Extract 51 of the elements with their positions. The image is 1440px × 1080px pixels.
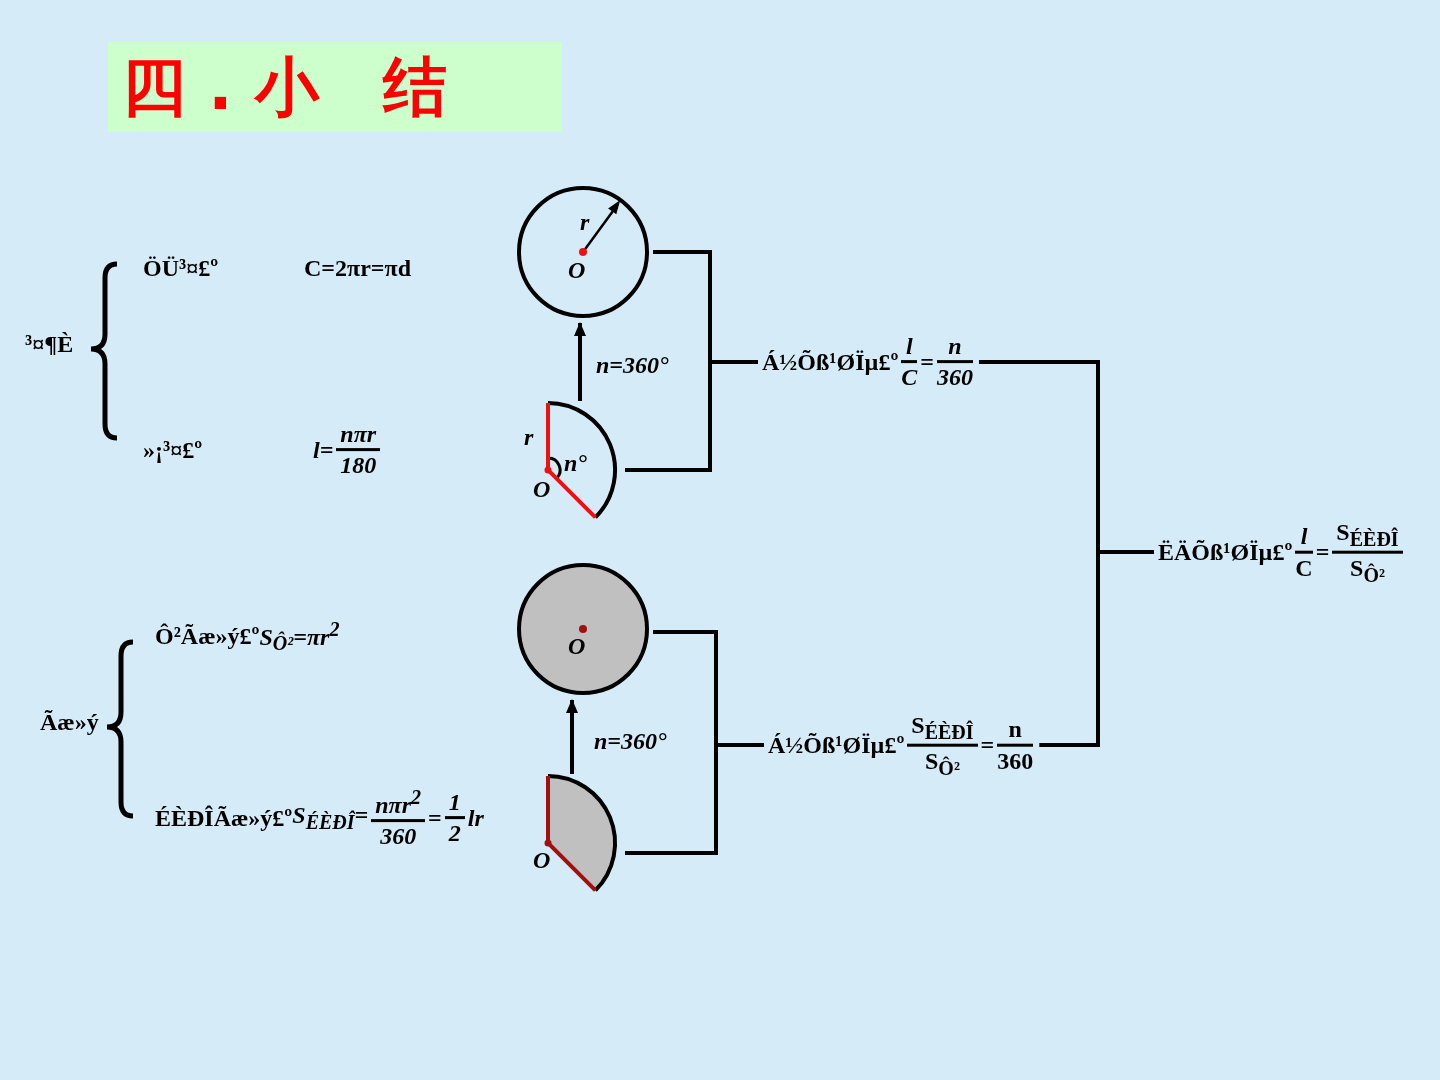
formula-text: l= <box>313 436 334 464</box>
equals-sign: = <box>920 348 934 376</box>
numerator-text: S$_{ÉÈÐÎ}$ <box>907 711 978 747</box>
numerator-text: l <box>1295 523 1313 554</box>
radius-label: r <box>524 424 534 451</box>
term-label: »¡³¤£º <box>143 436 203 464</box>
term-label: ³¤¶È <box>25 330 74 358</box>
relation-label: Á½Õß¹ØÏµ£º <box>762 348 899 376</box>
relation-label: Á½Õß¹ØÏµ£º <box>768 731 905 759</box>
denominator-text: 180 <box>339 451 378 479</box>
denominator-text: 360 <box>937 363 973 391</box>
center-label: O <box>568 257 586 284</box>
numerator-text: 1 <box>444 789 465 820</box>
formula-text: S$_{Ô²}$=πr$^{2}$ <box>259 617 340 655</box>
numerator-text: n <box>937 333 973 364</box>
denominator-text: S$_{Ô²}$ <box>1349 553 1386 586</box>
equals-sign: = <box>1315 538 1330 566</box>
formula-text: lr <box>467 804 484 832</box>
term-label: Ãæ»ý <box>40 708 99 736</box>
equals-sign: = <box>428 804 442 832</box>
denominator-text: 360 <box>997 746 1034 774</box>
title-heading: 四 . 小 结 <box>108 42 562 132</box>
edge-label: n=360° <box>594 727 667 755</box>
denominator-text: 360 <box>379 822 418 850</box>
denominator-text: C <box>1295 553 1313 581</box>
term-label: ÖÜ³¤£º <box>143 254 219 282</box>
numerator-text: S$_{ÉÈÐÎ}$ <box>1332 518 1403 554</box>
numerator-text: nπr <box>336 421 381 452</box>
term-label: Ô²Ãæ»ý£º <box>155 622 260 650</box>
denominator-text: S$_{Ô²}$ <box>924 746 961 779</box>
relation-label: ËÄÕß¹ØÏµ£º <box>1158 538 1293 566</box>
arrow <box>574 322 586 401</box>
connector-line <box>625 360 758 472</box>
center-label: O <box>533 476 551 503</box>
denominator-text: 2 <box>447 819 462 847</box>
connector-line <box>1039 550 1154 747</box>
center-label: O <box>533 847 551 874</box>
connector-line <box>625 743 764 855</box>
arrow <box>566 699 578 774</box>
edge-label: n=360° <box>596 351 669 379</box>
numerator-text: n <box>997 716 1034 747</box>
formula-text: C=2πr=πd <box>304 254 411 282</box>
formula-text: S$_{ÉÈÐÎ}$= <box>292 802 369 834</box>
term-label: ÉÈÐÎÃæ»ý£º <box>155 804 293 832</box>
radius-label: r <box>580 209 590 236</box>
numerator-text: l <box>901 333 918 364</box>
equals-sign: = <box>980 731 995 759</box>
denominator-text: C <box>901 363 918 391</box>
center-label: O <box>568 633 586 660</box>
angle-label: n° <box>564 450 587 477</box>
numerator-text: nπr$^{2}$ <box>371 786 426 823</box>
